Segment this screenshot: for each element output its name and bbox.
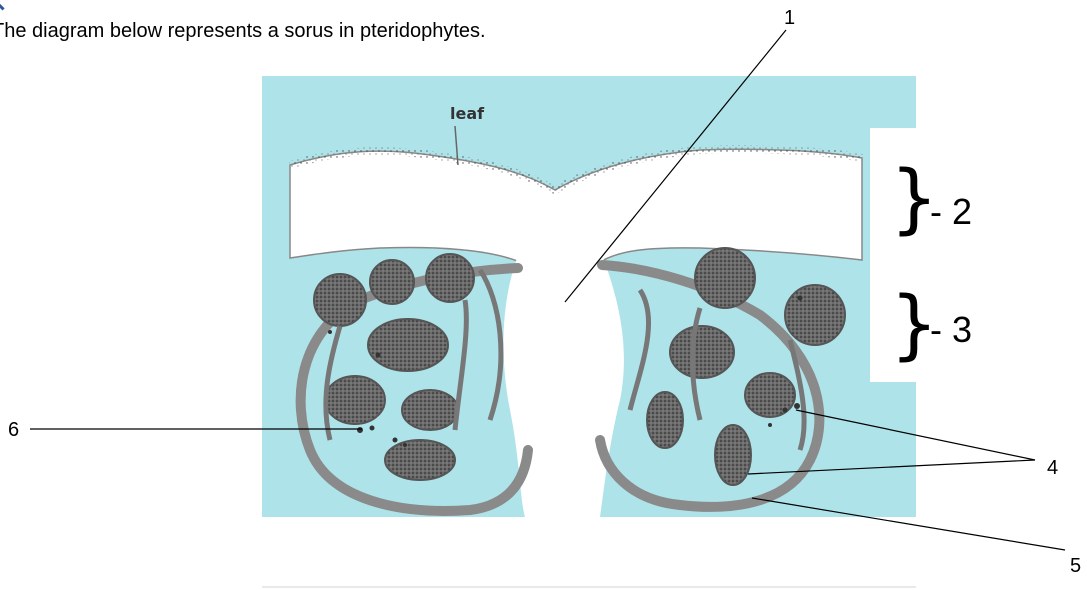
label-4: 4: [1047, 457, 1058, 479]
sporangium: [314, 274, 366, 326]
label-3: - 3: [930, 309, 972, 350]
label-2: - 2: [930, 191, 972, 232]
sporangium: [695, 248, 755, 308]
label-6: 6: [8, 419, 19, 441]
sporangium: [402, 390, 458, 430]
sporangium-stalk: [630, 290, 649, 410]
sporangium: [647, 392, 683, 448]
sporangium: [785, 285, 845, 345]
sporangium-stalk: [455, 300, 466, 430]
leader-line-4-lower: [748, 460, 1035, 474]
leaf-label: leaf: [450, 104, 485, 123]
leader-line-4-upper: [796, 410, 1035, 460]
sporangium: [368, 319, 448, 371]
sporangium: [385, 440, 455, 480]
label-5: 5: [1070, 555, 1081, 577]
leader-line-5: [752, 498, 1065, 550]
sporangium: [426, 254, 474, 302]
sporangium: [670, 326, 734, 378]
sporangium-stalk: [480, 270, 501, 420]
sporangium: [370, 260, 414, 304]
sporangium: [745, 373, 795, 417]
sporangium: [325, 376, 385, 424]
sporangium: [715, 425, 751, 485]
label-1: 1: [784, 7, 795, 29]
leaf-blade: [290, 149, 862, 262]
